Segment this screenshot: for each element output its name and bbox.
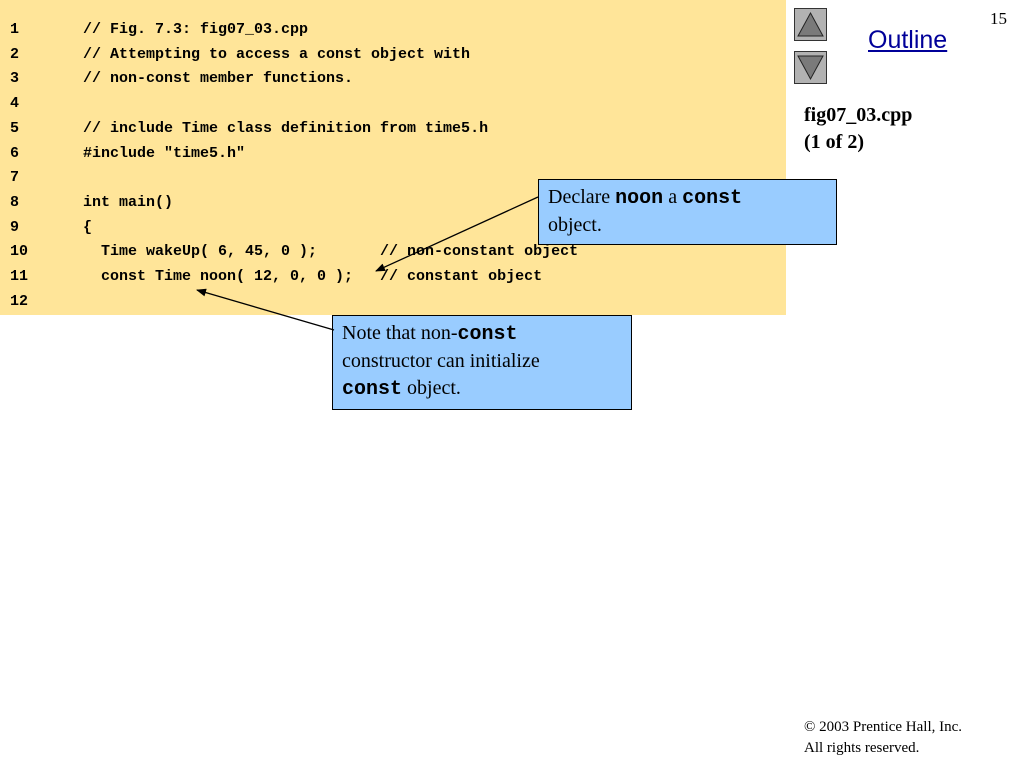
code-line: 8 int main() (0, 191, 173, 215)
triangle-up-icon (797, 11, 824, 37)
callout-text: Note that non- (342, 322, 458, 344)
line-code: #include "time5.h" (83, 144, 246, 162)
code-line: 10 Time wakeUp( 6, 45, 0 ); // non-const… (0, 240, 578, 264)
callout-text: Declare (548, 186, 616, 208)
line-code: // include Time class definition from ti… (83, 119, 489, 137)
line-code: // non-const member functions. (83, 70, 354, 88)
callout-text: a (663, 186, 683, 208)
line-number: 7 (10, 169, 20, 187)
callout-text: object. (548, 214, 602, 236)
callout-code: const (457, 323, 518, 346)
line-code: int main() (83, 193, 174, 211)
file-title: fig07_03.cpp (1 of 2) (804, 102, 912, 156)
line-code: // Fig. 7.3: fig07_03.cpp (83, 21, 309, 38)
line-number: 11 (10, 268, 29, 285)
next-slide-button[interactable] (794, 51, 827, 84)
rights-line: All rights reserved. (804, 740, 920, 756)
code-line: 2 // Attempting to access a const object… (0, 43, 470, 67)
line-number: 12 (10, 292, 29, 310)
line-number: 1 (10, 21, 20, 38)
callout-text: constructor can initialize (342, 350, 540, 372)
callout-code: noon (615, 187, 664, 210)
page-number: 15 (990, 9, 1007, 28)
line-number: 9 (10, 218, 20, 236)
line-code: const Time noon( 12, 0, 0 ); // constant… (83, 268, 543, 285)
line-number: 3 (10, 70, 20, 88)
code-listing-panel: 1 // Fig. 7.3: fig07_03.cpp 2 // Attempt… (0, 0, 786, 315)
line-code: // Attempting to access a const object w… (83, 45, 471, 63)
line-number: 8 (10, 193, 20, 211)
line-number: 4 (10, 95, 20, 113)
callout-code: const (682, 187, 743, 210)
code-line: 3 // non-const member functions. (0, 67, 353, 91)
line-number: 5 (10, 119, 20, 137)
file-name: fig07_03.cpp (804, 104, 913, 126)
code-line: 6 #include "time5.h" (0, 142, 245, 166)
callout-text: object. (402, 377, 461, 399)
callout-declare-const: Declare noon a const object. (538, 179, 837, 245)
copyright-line: © 2003 Prentice Hall, Inc. (804, 717, 962, 738)
callout-constructor-note: Note that non-const constructor can initi… (332, 315, 632, 410)
code-line: 1 // Fig. 7.3: fig07_03.cpp (0, 18, 308, 42)
line-code: Time wakeUp( 6, 45, 0 ); // non-constant… (83, 243, 579, 261)
callout-code: const (342, 378, 403, 401)
code-line: 7 (0, 166, 36, 190)
previous-slide-button[interactable] (794, 8, 827, 41)
triangle-down-icon (797, 55, 824, 81)
line-number: 2 (10, 45, 20, 63)
code-line: 11 const Time noon( 12, 0, 0 ); // const… (0, 265, 542, 289)
line-number: 6 (10, 144, 20, 162)
file-part: (1 of 2) (804, 131, 864, 153)
code-line: 12 (0, 290, 36, 314)
line-code: { (83, 218, 93, 236)
code-line: 9 { (0, 216, 92, 240)
outline-link[interactable]: Outline (868, 26, 948, 54)
code-line: 4 (0, 92, 36, 116)
footer-copyright: © 2003 Prentice Hall, Inc. All rights re… (804, 717, 962, 759)
line-number: 10 (10, 243, 29, 261)
copyright-text: 2003 Prentice Hall, Inc. (815, 719, 963, 735)
copyright-symbol: © (804, 719, 816, 735)
code-line: 5 // include Time class definition from … (0, 117, 488, 141)
